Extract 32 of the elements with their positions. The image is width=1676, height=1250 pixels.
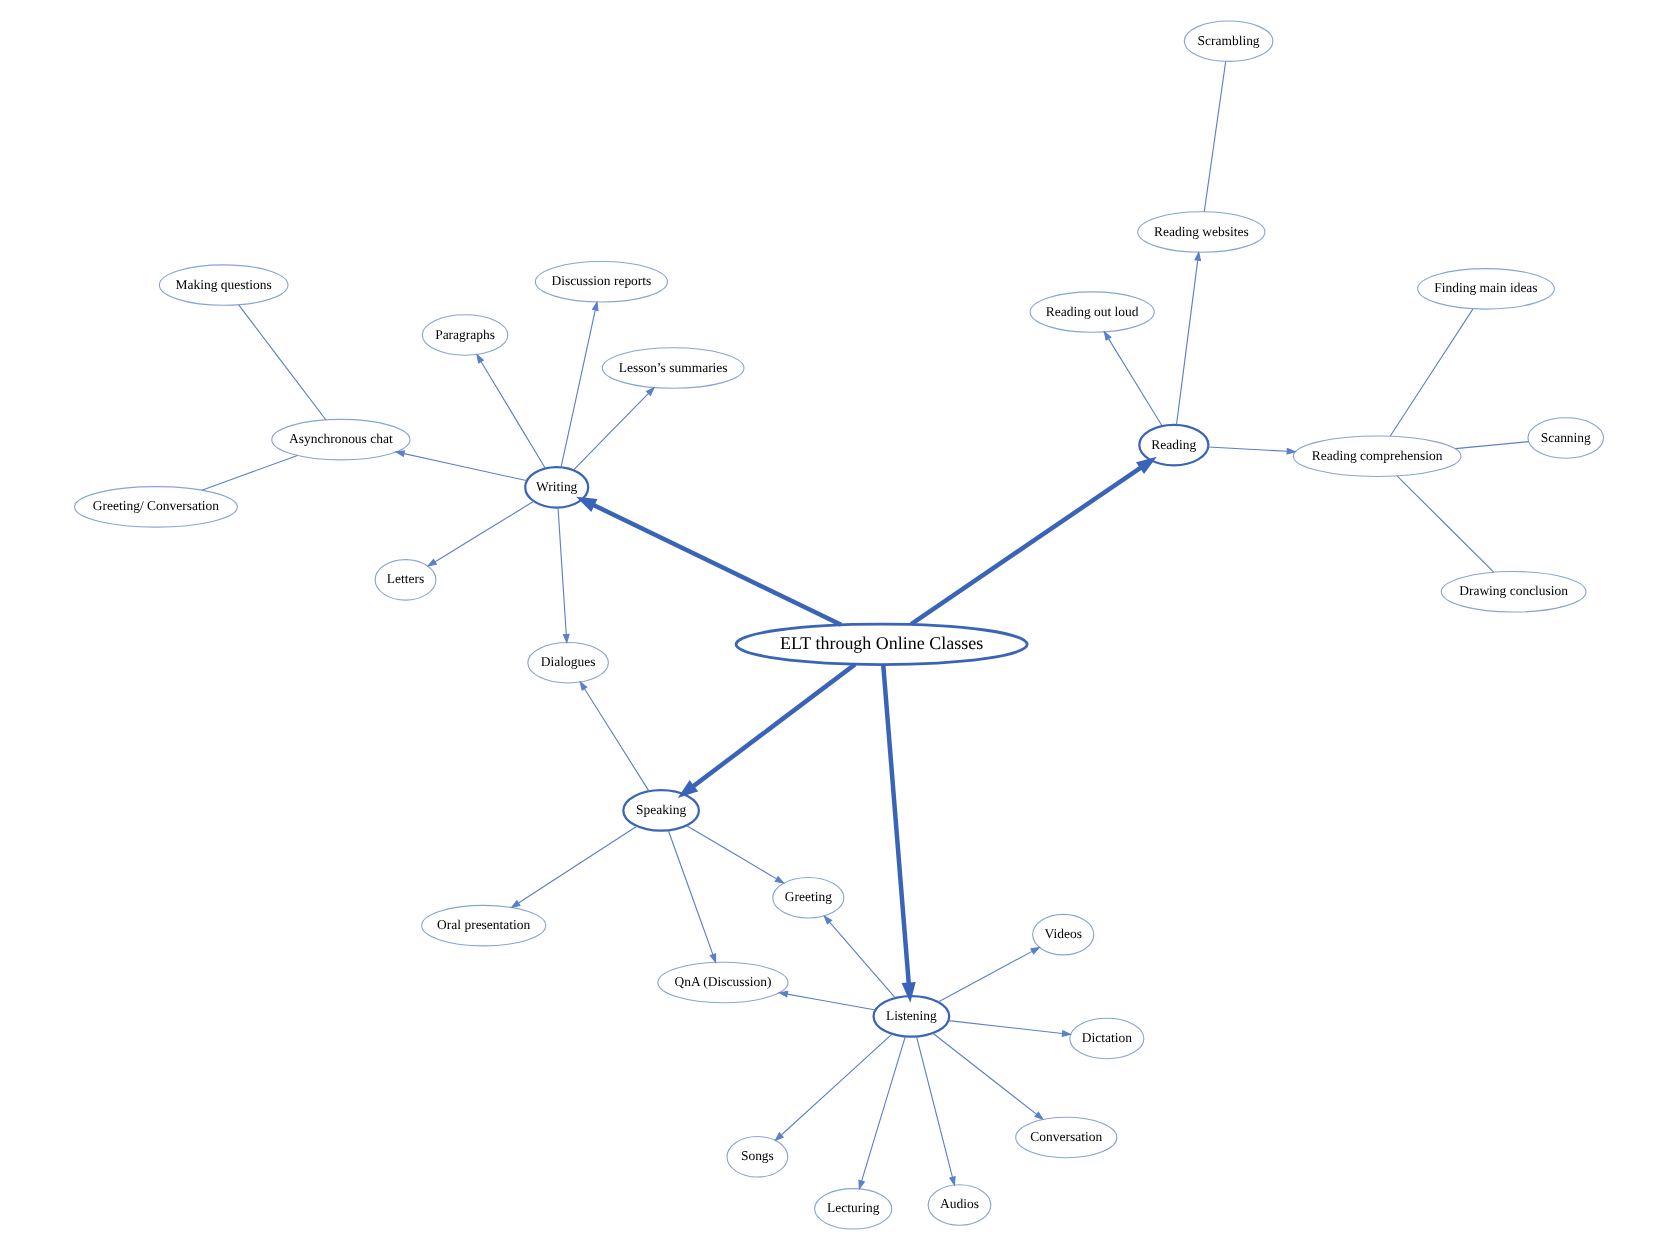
arrow	[1206, 446, 1296, 455]
arrow	[880, 664, 915, 1003]
arrow	[559, 300, 598, 468]
arrow	[947, 1020, 1072, 1037]
arrow	[822, 914, 895, 999]
arrow	[509, 825, 637, 909]
arrow	[578, 680, 649, 792]
arrow	[1102, 330, 1162, 427]
arrow	[475, 353, 545, 469]
arrow	[676, 662, 856, 798]
arrow	[773, 1033, 892, 1142]
connector	[200, 454, 298, 491]
connector	[1388, 308, 1473, 437]
connector	[1453, 441, 1529, 450]
arrow	[857, 1036, 905, 1191]
node-ellipse: ELT through Online Classes	[733, 622, 1028, 666]
arrow	[1174, 250, 1201, 426]
arrow	[776, 990, 876, 1011]
arrow	[393, 450, 526, 482]
arrow	[556, 507, 569, 645]
arrow	[915, 1036, 955, 1187]
connector	[1202, 60, 1226, 213]
arrow	[936, 946, 1040, 1003]
arrow	[572, 386, 655, 471]
arrow	[931, 1032, 1044, 1121]
arrow	[908, 456, 1156, 626]
arrow	[425, 500, 534, 567]
connector	[237, 304, 326, 421]
arrow	[666, 830, 716, 964]
arrow	[575, 496, 842, 627]
arrow	[685, 825, 784, 884]
connector	[1395, 475, 1494, 573]
